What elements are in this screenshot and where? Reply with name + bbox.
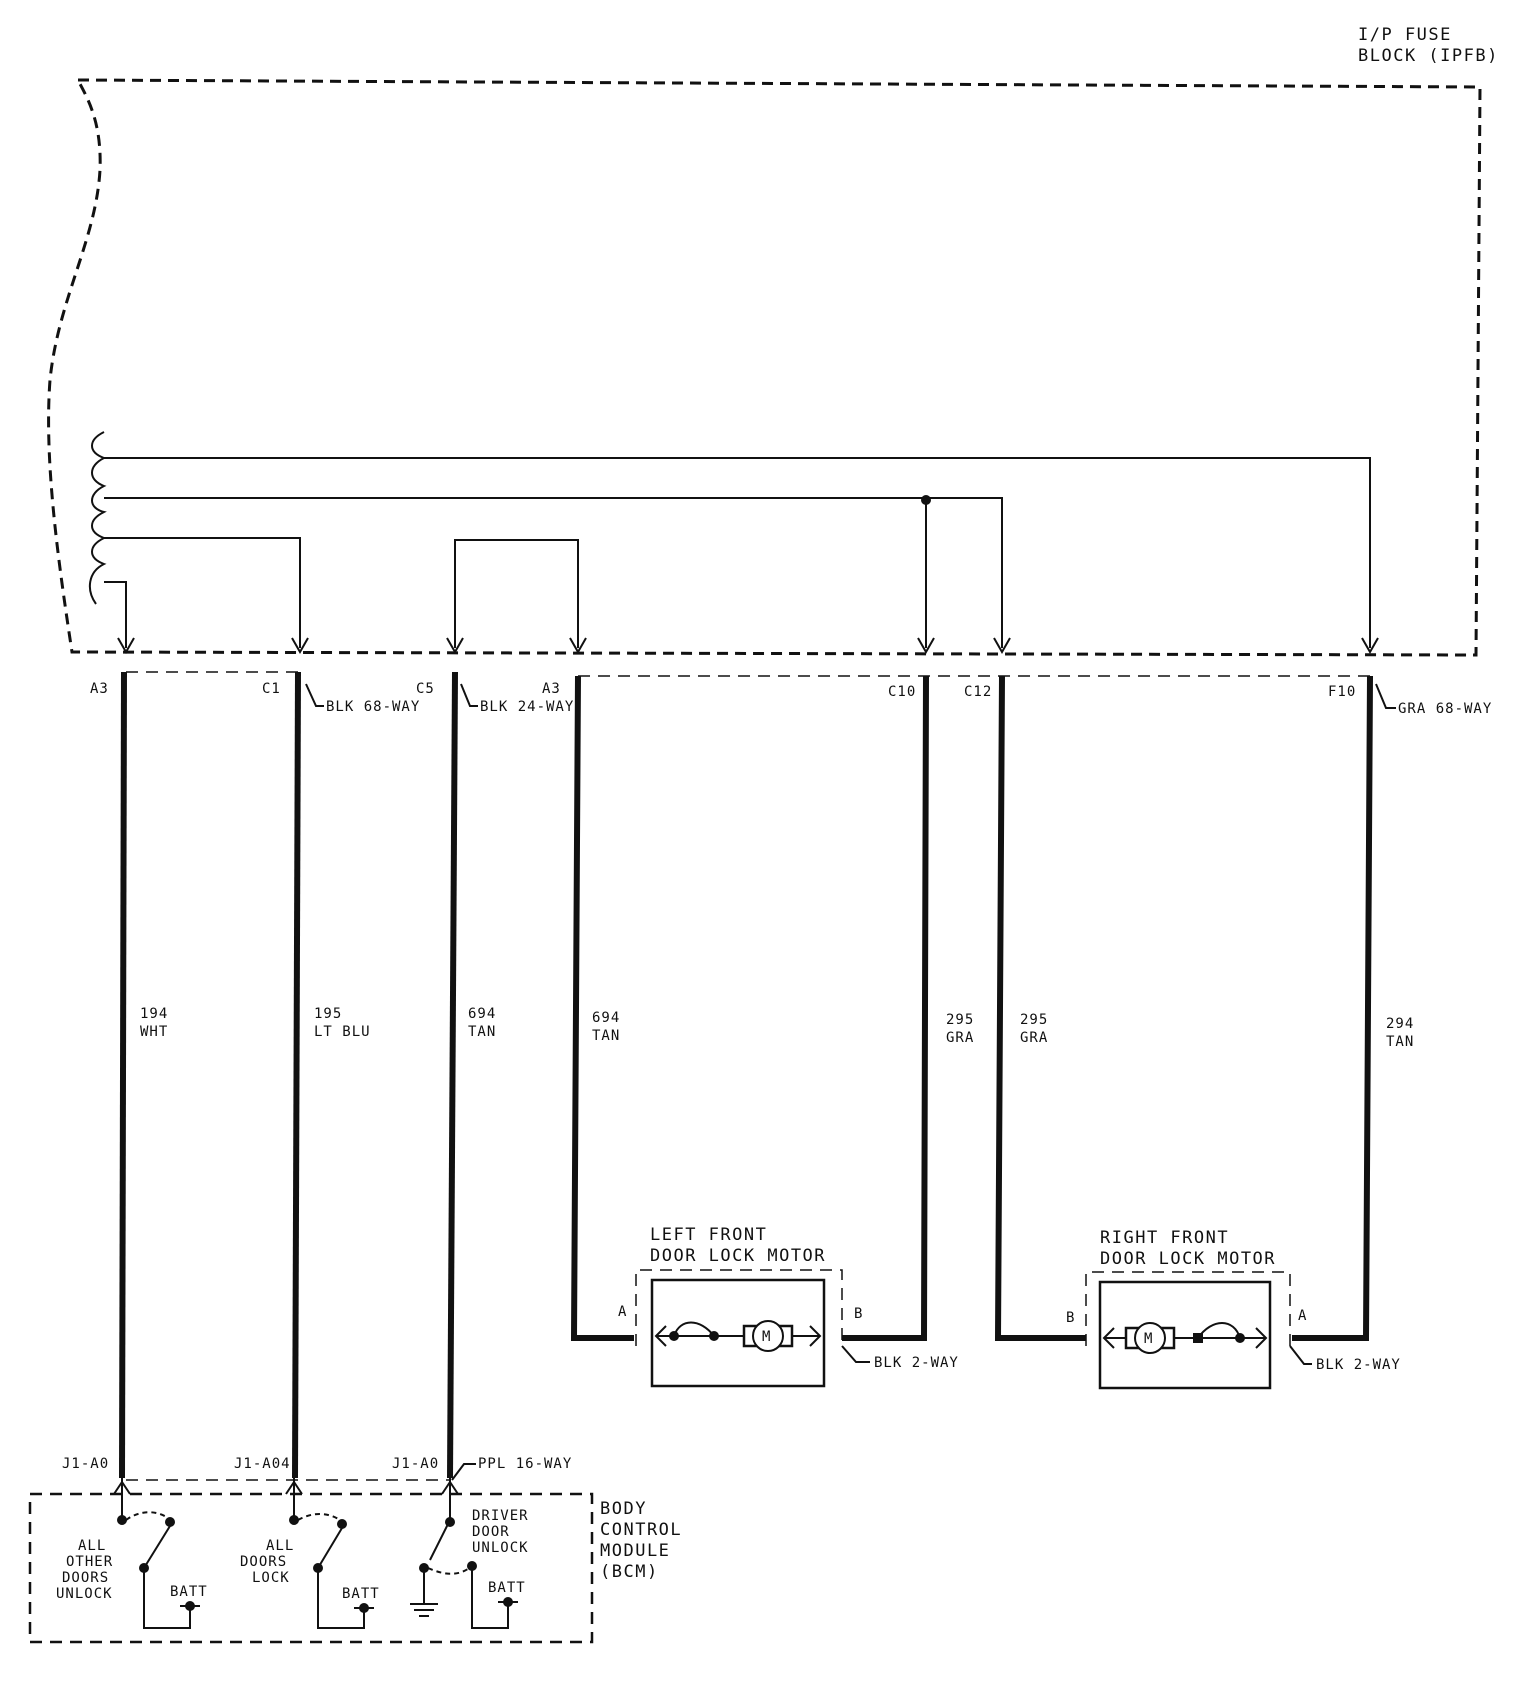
wire2-circuit: 195: [314, 1006, 342, 1022]
connector-ppl16-label: PPL 16-WAY: [478, 1456, 572, 1472]
pin-w4-top: A3: [542, 681, 561, 697]
pin-w7-top: F10: [1328, 684, 1356, 700]
lf-motor-title-line1: LEFT FRONT: [650, 1225, 767, 1245]
wire-295-rf: [994, 675, 1086, 1341]
wire4-color: TAN: [592, 1028, 620, 1044]
rf-motor-title-line2: DOOR LOCK MOTOR: [1100, 1249, 1276, 1269]
wire6-color: GRA: [1020, 1030, 1048, 1046]
switch3-line1: DRIVER: [472, 1508, 529, 1524]
switch1-batt: BATT: [170, 1584, 208, 1600]
pin-w2-top: C1: [262, 681, 281, 697]
switch2-batt: BATT: [342, 1586, 380, 1602]
wire7-circuit: 294: [1386, 1016, 1414, 1032]
wire1-circuit: 194: [140, 1006, 168, 1022]
rf-motor-pin-b: B: [1066, 1310, 1075, 1326]
bcm-switch-all-other-doors-unlock: ALL OTHER DOORS UNLOCK BATT: [56, 1478, 208, 1629]
right-front-door-lock-motor: RIGHT FRONT DOOR LOCK MOTOR B A M BLK 2-…: [1066, 1228, 1401, 1390]
pin-w5-top: C10: [888, 684, 916, 700]
switch1-line1: ALL: [78, 1538, 106, 1554]
ipfb-internal-feeds: [104, 457, 1379, 655]
wire3-color: TAN: [468, 1024, 496, 1040]
bcm-outline: [28, 1492, 594, 1644]
switch3-line2: DOOR: [472, 1524, 510, 1540]
switch2-line1: ALL: [266, 1538, 294, 1554]
wire-694-lf: [570, 675, 634, 1341]
wire-694-bcm: [447, 671, 458, 1479]
rf-connector-label: BLK 2-WAY: [1316, 1357, 1401, 1373]
ground-icon: [410, 1603, 438, 1617]
connector-blk68-label: BLK 68-WAY: [326, 699, 420, 715]
pin-w6-top: C12: [964, 684, 992, 700]
switch3-line3: UNLOCK: [472, 1540, 529, 1556]
pin-w1-top: A3: [90, 681, 109, 697]
wire5-color: GRA: [946, 1030, 974, 1046]
connector-gra68-leader: [1375, 683, 1396, 709]
ipfb-title-line1: I/P FUSE: [1358, 25, 1452, 45]
lf-motor-symbol: M: [762, 1329, 771, 1345]
pin-w2-bottom: J1-A04: [234, 1456, 291, 1472]
wire2-color: LT BLU: [314, 1024, 371, 1040]
wire-195: [292, 671, 301, 1479]
bcm-switch-all-doors-lock: ALL DOORS LOCK BATT: [240, 1478, 380, 1629]
switch2-line3: LOCK: [252, 1570, 290, 1586]
wire-194: [119, 671, 127, 1479]
switch1-line2: OTHER: [66, 1554, 113, 1570]
connector-blk24-leader: [460, 683, 478, 707]
pin-w3-top: C5: [416, 681, 435, 697]
lf-motor-title-line2: DOOR LOCK MOTOR: [650, 1246, 826, 1266]
switch3-batt: BATT: [488, 1580, 526, 1596]
lf-connector-leader: [841, 1345, 870, 1363]
lf-motor-symbol-circle: [752, 1320, 784, 1352]
rf-motor-title-line1: RIGHT FRONT: [1100, 1228, 1229, 1248]
lf-connector-label: BLK 2-WAY: [874, 1355, 959, 1371]
lf-motor-pin-a: A: [618, 1304, 627, 1320]
wire1-color: WHT: [140, 1024, 168, 1040]
wire3-circuit: 694: [468, 1006, 496, 1022]
connector-ppl16-leader: [451, 1463, 476, 1481]
connector-blk24-label: BLK 24-WAY: [480, 699, 574, 715]
body-control-module: BODY CONTROL MODULE (BCM) ALL OTHER DOOR…: [28, 1478, 682, 1644]
wire4-circuit: 694: [592, 1010, 620, 1026]
pin-w3-bottom: J1-A0: [392, 1456, 439, 1472]
switch1-line3: DOORS: [62, 1570, 109, 1586]
wire6-circuit: 295: [1020, 1012, 1048, 1028]
ipfb-title-line2: BLOCK (IPFB): [1358, 46, 1499, 66]
bcm-label-line3: MODULE: [600, 1541, 670, 1561]
left-front-door-lock-motor: LEFT FRONT DOOR LOCK MOTOR A B M BLK 2-W…: [618, 1225, 959, 1388]
bcm-label-line2: CONTROL: [600, 1520, 682, 1540]
wire-294-rf: [1292, 675, 1373, 1341]
pin-w1-bottom: J1-A0: [62, 1456, 109, 1472]
rf-motor-symbol-circle: [1134, 1322, 1166, 1354]
ipfb-internal-coil: [88, 431, 107, 605]
bcm-label-line1: BODY: [600, 1499, 647, 1519]
bcm-switch-driver-door-unlock: DRIVER DOOR UNLOCK BATT: [410, 1478, 529, 1629]
rf-motor-symbol: M: [1144, 1331, 1153, 1347]
rf-connector-leader: [1289, 1345, 1312, 1365]
switch2-line2: DOORS: [240, 1554, 287, 1570]
connector-gra68-label: GRA 68-WAY: [1398, 701, 1492, 717]
wire7-color: TAN: [1386, 1034, 1414, 1050]
bcm-label-line4: (BCM): [600, 1562, 659, 1582]
switch1-line4: UNLOCK: [56, 1586, 113, 1602]
lf-motor-connector-outline: [635, 1269, 843, 1346]
wire-295-lf: [842, 675, 929, 1341]
connector-blk68-leader: [305, 683, 324, 707]
rf-motor-pin-a: A: [1298, 1308, 1307, 1324]
lf-motor-box: [650, 1278, 826, 1388]
wire5-circuit: 295: [946, 1012, 974, 1028]
ipfb-outline: [47, 78, 1482, 657]
lf-motor-pin-b: B: [854, 1306, 863, 1322]
